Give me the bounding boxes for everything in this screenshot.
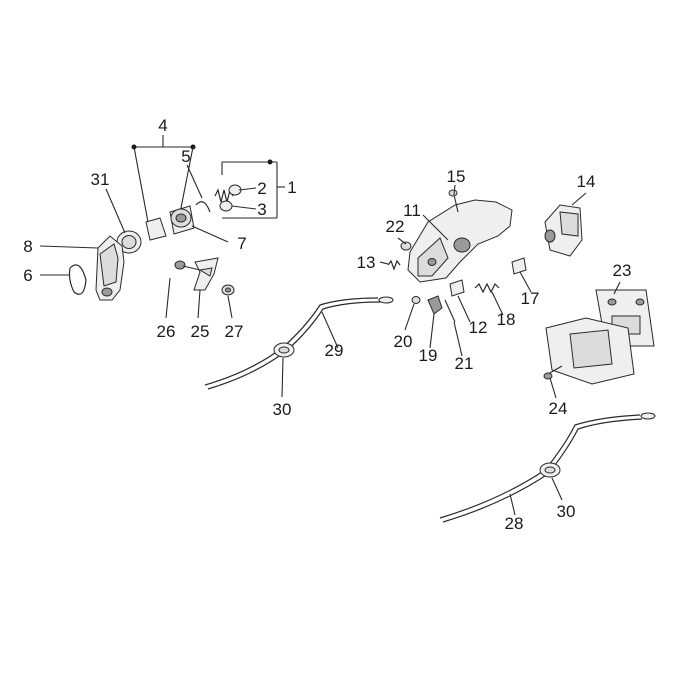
callout-20: 20 bbox=[394, 332, 413, 351]
callout-24: 24 bbox=[549, 399, 568, 418]
callout-6: 6 bbox=[23, 266, 32, 285]
callout-25: 25 bbox=[191, 322, 210, 341]
callout-23: 23 bbox=[613, 261, 632, 280]
callout-15: 15 bbox=[447, 167, 466, 186]
callout-30-upper: 30 bbox=[273, 400, 292, 419]
part-21-pin bbox=[444, 299, 456, 323]
group-4-bracket bbox=[131, 135, 196, 223]
callout-8: 8 bbox=[23, 237, 32, 256]
group-1-bracket bbox=[221, 159, 285, 219]
callout-19: 19 bbox=[419, 346, 438, 365]
part-27-nut bbox=[221, 284, 235, 296]
part-31-washer-ring bbox=[116, 230, 142, 254]
part-8-housing bbox=[95, 235, 125, 301]
part-6-clip bbox=[68, 264, 87, 295]
callout-labels: 4 5 2 1 3 7 31 8 6 26 25 27 29 30 14 15 … bbox=[23, 116, 631, 533]
part-28-cable bbox=[439, 412, 656, 523]
callout-14: 14 bbox=[577, 172, 596, 191]
callout-1: 1 bbox=[287, 178, 296, 197]
callout-7: 7 bbox=[237, 234, 246, 253]
part-7-cylinder bbox=[145, 205, 195, 241]
callout-5: 5 bbox=[181, 147, 190, 166]
part-29-cable bbox=[204, 296, 394, 390]
part-25-lever bbox=[193, 257, 219, 291]
part-17-connector bbox=[511, 257, 527, 275]
callout-17: 17 bbox=[521, 289, 540, 308]
callout-26: 26 bbox=[157, 322, 176, 341]
callout-12: 12 bbox=[469, 318, 488, 337]
part-5-spring-pin bbox=[195, 201, 211, 213]
callout-28: 28 bbox=[505, 514, 524, 533]
part-30-grommet-upper bbox=[273, 342, 295, 358]
callout-4: 4 bbox=[158, 116, 167, 135]
part-24-catch bbox=[543, 317, 635, 385]
part-13-spring bbox=[387, 259, 401, 271]
part-30-grommet-lower bbox=[539, 462, 561, 478]
callout-18: 18 bbox=[497, 310, 516, 329]
leader-lines bbox=[39, 164, 621, 516]
callout-27: 27 bbox=[225, 322, 244, 341]
callout-13: 13 bbox=[357, 253, 376, 272]
part-22-nut bbox=[400, 241, 412, 251]
callout-21: 21 bbox=[455, 354, 474, 373]
callout-29: 29 bbox=[325, 341, 344, 360]
part-26-bolt bbox=[174, 260, 201, 271]
callout-2: 2 bbox=[257, 179, 266, 198]
part-11-latch-body bbox=[407, 199, 513, 283]
callout-3: 3 bbox=[257, 200, 266, 219]
part-19-20-lever bbox=[411, 295, 443, 315]
part-14-actuator bbox=[544, 204, 583, 257]
part-15-bolt bbox=[448, 189, 459, 213]
callout-22: 22 bbox=[386, 217, 405, 236]
part-12-pin bbox=[449, 279, 465, 297]
callout-11: 11 bbox=[403, 201, 421, 220]
callout-30-lower: 30 bbox=[557, 502, 576, 521]
callout-31: 31 bbox=[91, 170, 110, 189]
part-18-spring bbox=[474, 282, 500, 294]
